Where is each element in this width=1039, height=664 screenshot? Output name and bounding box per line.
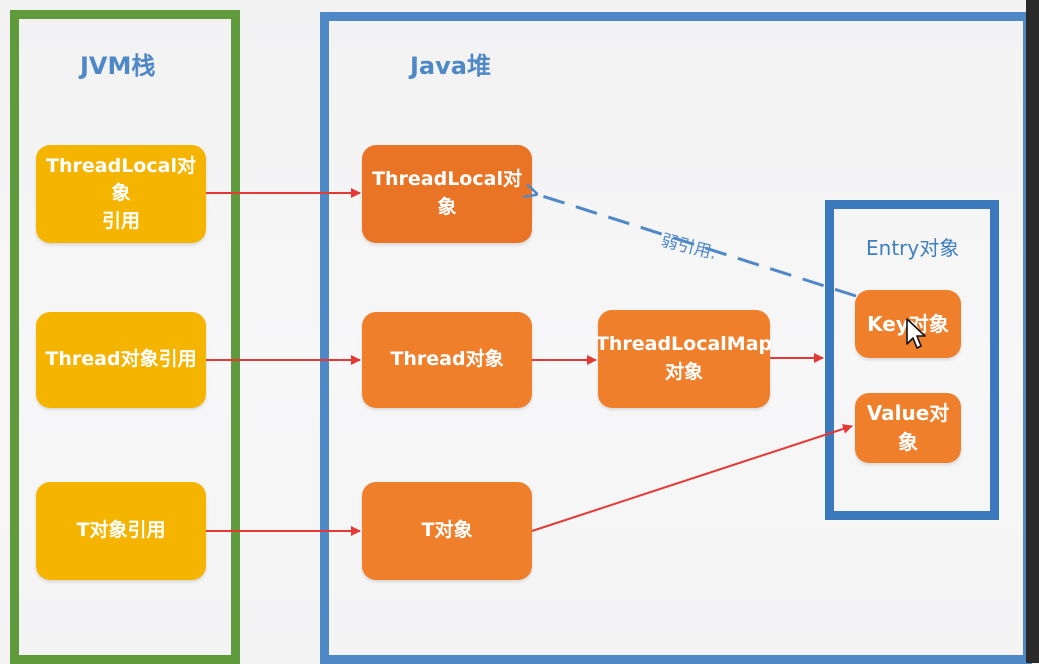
value-object-label-line2: 象 (897, 430, 918, 454)
t-reference-label: T对象引用 (76, 519, 166, 542)
jvm-stack-frame (10, 10, 240, 664)
threadlocalmap-object-node: ThreadLocalMap 对象 (595, 310, 773, 408)
entry-object-frame (825, 200, 999, 520)
value-object-label-line1: Value对 (866, 401, 950, 425)
threadlocalmap-object-label-line1: ThreadLocalMap (595, 333, 773, 356)
window-edge (1026, 0, 1039, 663)
threadlocal-reference-label-line2: 引用 (101, 209, 140, 232)
threadlocal-reference-label-line1: ThreadLocal对象 (46, 154, 196, 205)
jvm-stack-title: JVM栈 (80, 52, 156, 80)
t-object-node: T对象 (362, 482, 532, 580)
entry-object-title: Entry对象 (866, 236, 960, 260)
threadlocal-object-label: ThreadLocal对象 (372, 168, 522, 218)
threadlocalmap-object-label-line2: 对象 (665, 361, 704, 383)
t-object-label: T对象 (421, 519, 473, 542)
thread-reference-label: Thread对象引用 (45, 348, 197, 371)
thread-reference-node: Thread对象引用 (36, 312, 206, 408)
mouse-pointer-icon (906, 318, 926, 349)
thread-object-node: Thread对象 (362, 312, 532, 408)
java-heap-title: Java堆 (410, 52, 491, 80)
value-object-node: Value对 象 (855, 393, 961, 463)
thread-object-label: Thread对象 (390, 348, 504, 371)
threadlocal-reference-node: ThreadLocal对象 引用 (36, 145, 206, 243)
t-reference-node: T对象引用 (36, 482, 206, 580)
threadlocal-object-node: ThreadLocal对象 (362, 145, 532, 243)
